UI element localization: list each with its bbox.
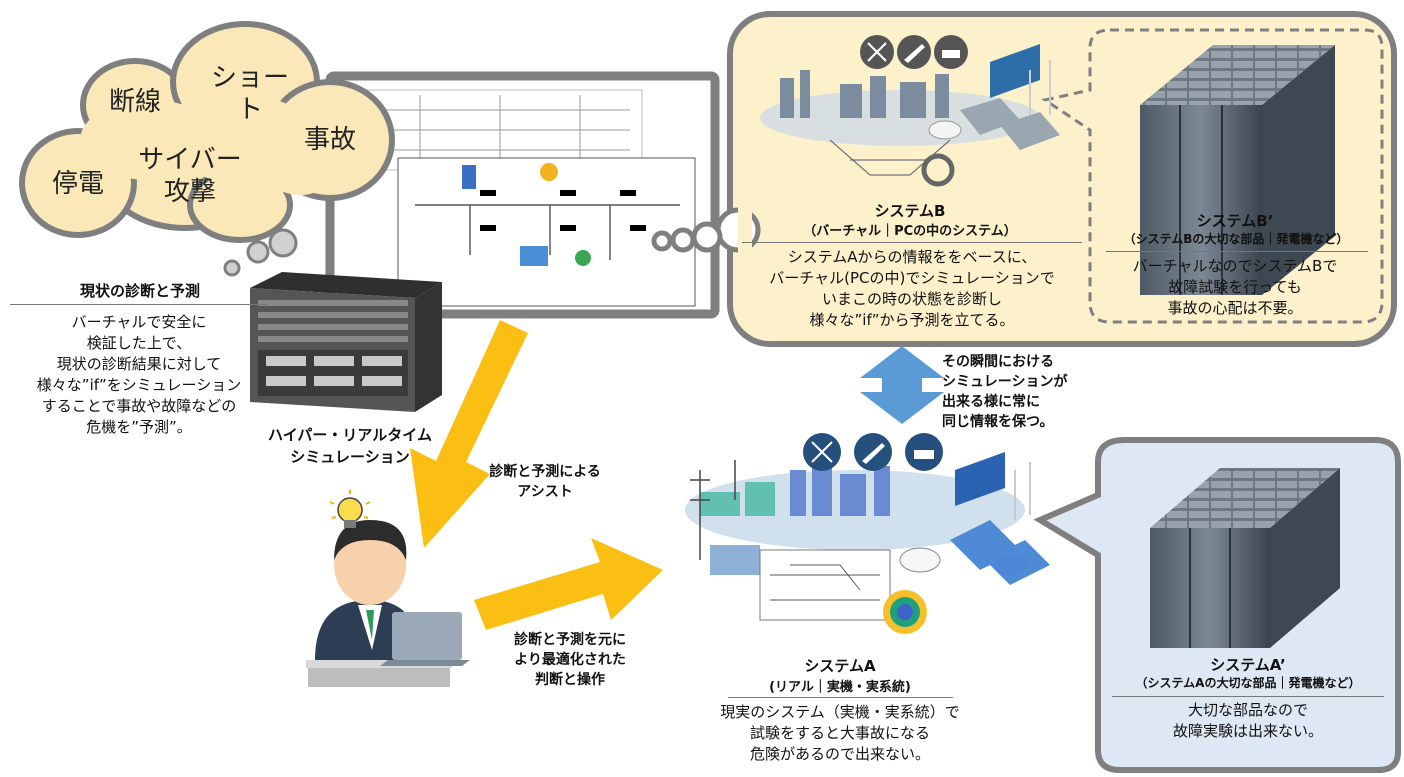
system-a-subtitle: (リアル｜実機・実系統): [769, 680, 911, 695]
system-b-title: システムB: [874, 202, 946, 220]
system-a-prime-title: システムA’: [1210, 656, 1286, 674]
system-a-prime-description: 大切な部品なので 故障実験は出来ない。: [1172, 701, 1323, 740]
decision-label: 診断と予測を元に より最適化された 判断と操作: [514, 632, 626, 688]
cloud-word-accident: 事故: [303, 125, 356, 155]
simulation-screen: [325, 71, 720, 319]
thought-dots: [223, 228, 298, 277]
sync-arrow: [860, 346, 944, 424]
simulator-device: [250, 272, 442, 412]
divider: [1112, 696, 1384, 697]
decision-arrow: [474, 538, 663, 630]
airplane-icon: [854, 433, 892, 471]
operator-illustration: [306, 520, 470, 687]
smart-grid-illustration-a: [685, 452, 1050, 634]
simulator-label: ハイパー・リアルタイム シミュレーション: [268, 426, 432, 466]
system-b-subtitle: （バーチャル｜PCの中のシステム）: [803, 224, 1017, 239]
system-b-prime-description: バーチャルなのでシステムBで 故障試験を行っても 事故の心配は不要。: [1132, 257, 1338, 317]
airplane-icon: [897, 35, 931, 69]
cloud-word-disconnection: 断線: [108, 87, 161, 117]
server-rack-a-prime: [1150, 468, 1340, 648]
cloud-word-power-outage: 停電: [51, 169, 104, 199]
drone-icon: [803, 433, 841, 471]
assist-arrow: [410, 320, 528, 548]
divider: [742, 242, 1082, 243]
current-diagnosis-text: バーチャルで安全に 検証した上で、 現状の診断結果に対して 様々な”if”をシミ…: [36, 313, 242, 436]
sync-description: その瞬間における シミュレーションが 出来る様に常に 同じ情報を保つ。: [942, 354, 1068, 430]
divider: [728, 697, 953, 698]
ship-icon: [905, 433, 943, 471]
divider: [10, 304, 268, 305]
system-b-prime-title: システムB’: [1196, 212, 1274, 230]
system-a-description: 現実のシステム（実機・実系統）で 試験をすると大事故になる 危険があるので出来な…: [720, 703, 960, 763]
divider: [1106, 251, 1368, 252]
system-a-title: システムA: [804, 657, 876, 675]
cloud-word-cyber-attack: サイバー 攻撃: [138, 145, 242, 207]
cloud-word-short-circuit: ショート: [210, 63, 289, 125]
drone-icon: [860, 35, 894, 69]
ship-icon: [934, 35, 968, 69]
assist-label: 診断と予測による アシスト: [489, 464, 601, 500]
system-b-description: システムAからの情報ををベースに、 バーチャル(PCの中)でシミュレーションで …: [769, 248, 1055, 329]
system-b-prime-subtitle: （システムBの大切な部品｜発電機など）: [1123, 232, 1349, 246]
lightbulb-icon: [329, 490, 371, 528]
server-rack-b-prime: [1140, 45, 1335, 295]
current-diagnosis-title: 現状の診断と予測: [79, 282, 200, 300]
smart-grid-illustration-b: [760, 44, 1060, 187]
system-a-prime-subtitle: （システムAの大切な部品｜発電機など）: [1135, 676, 1361, 690]
